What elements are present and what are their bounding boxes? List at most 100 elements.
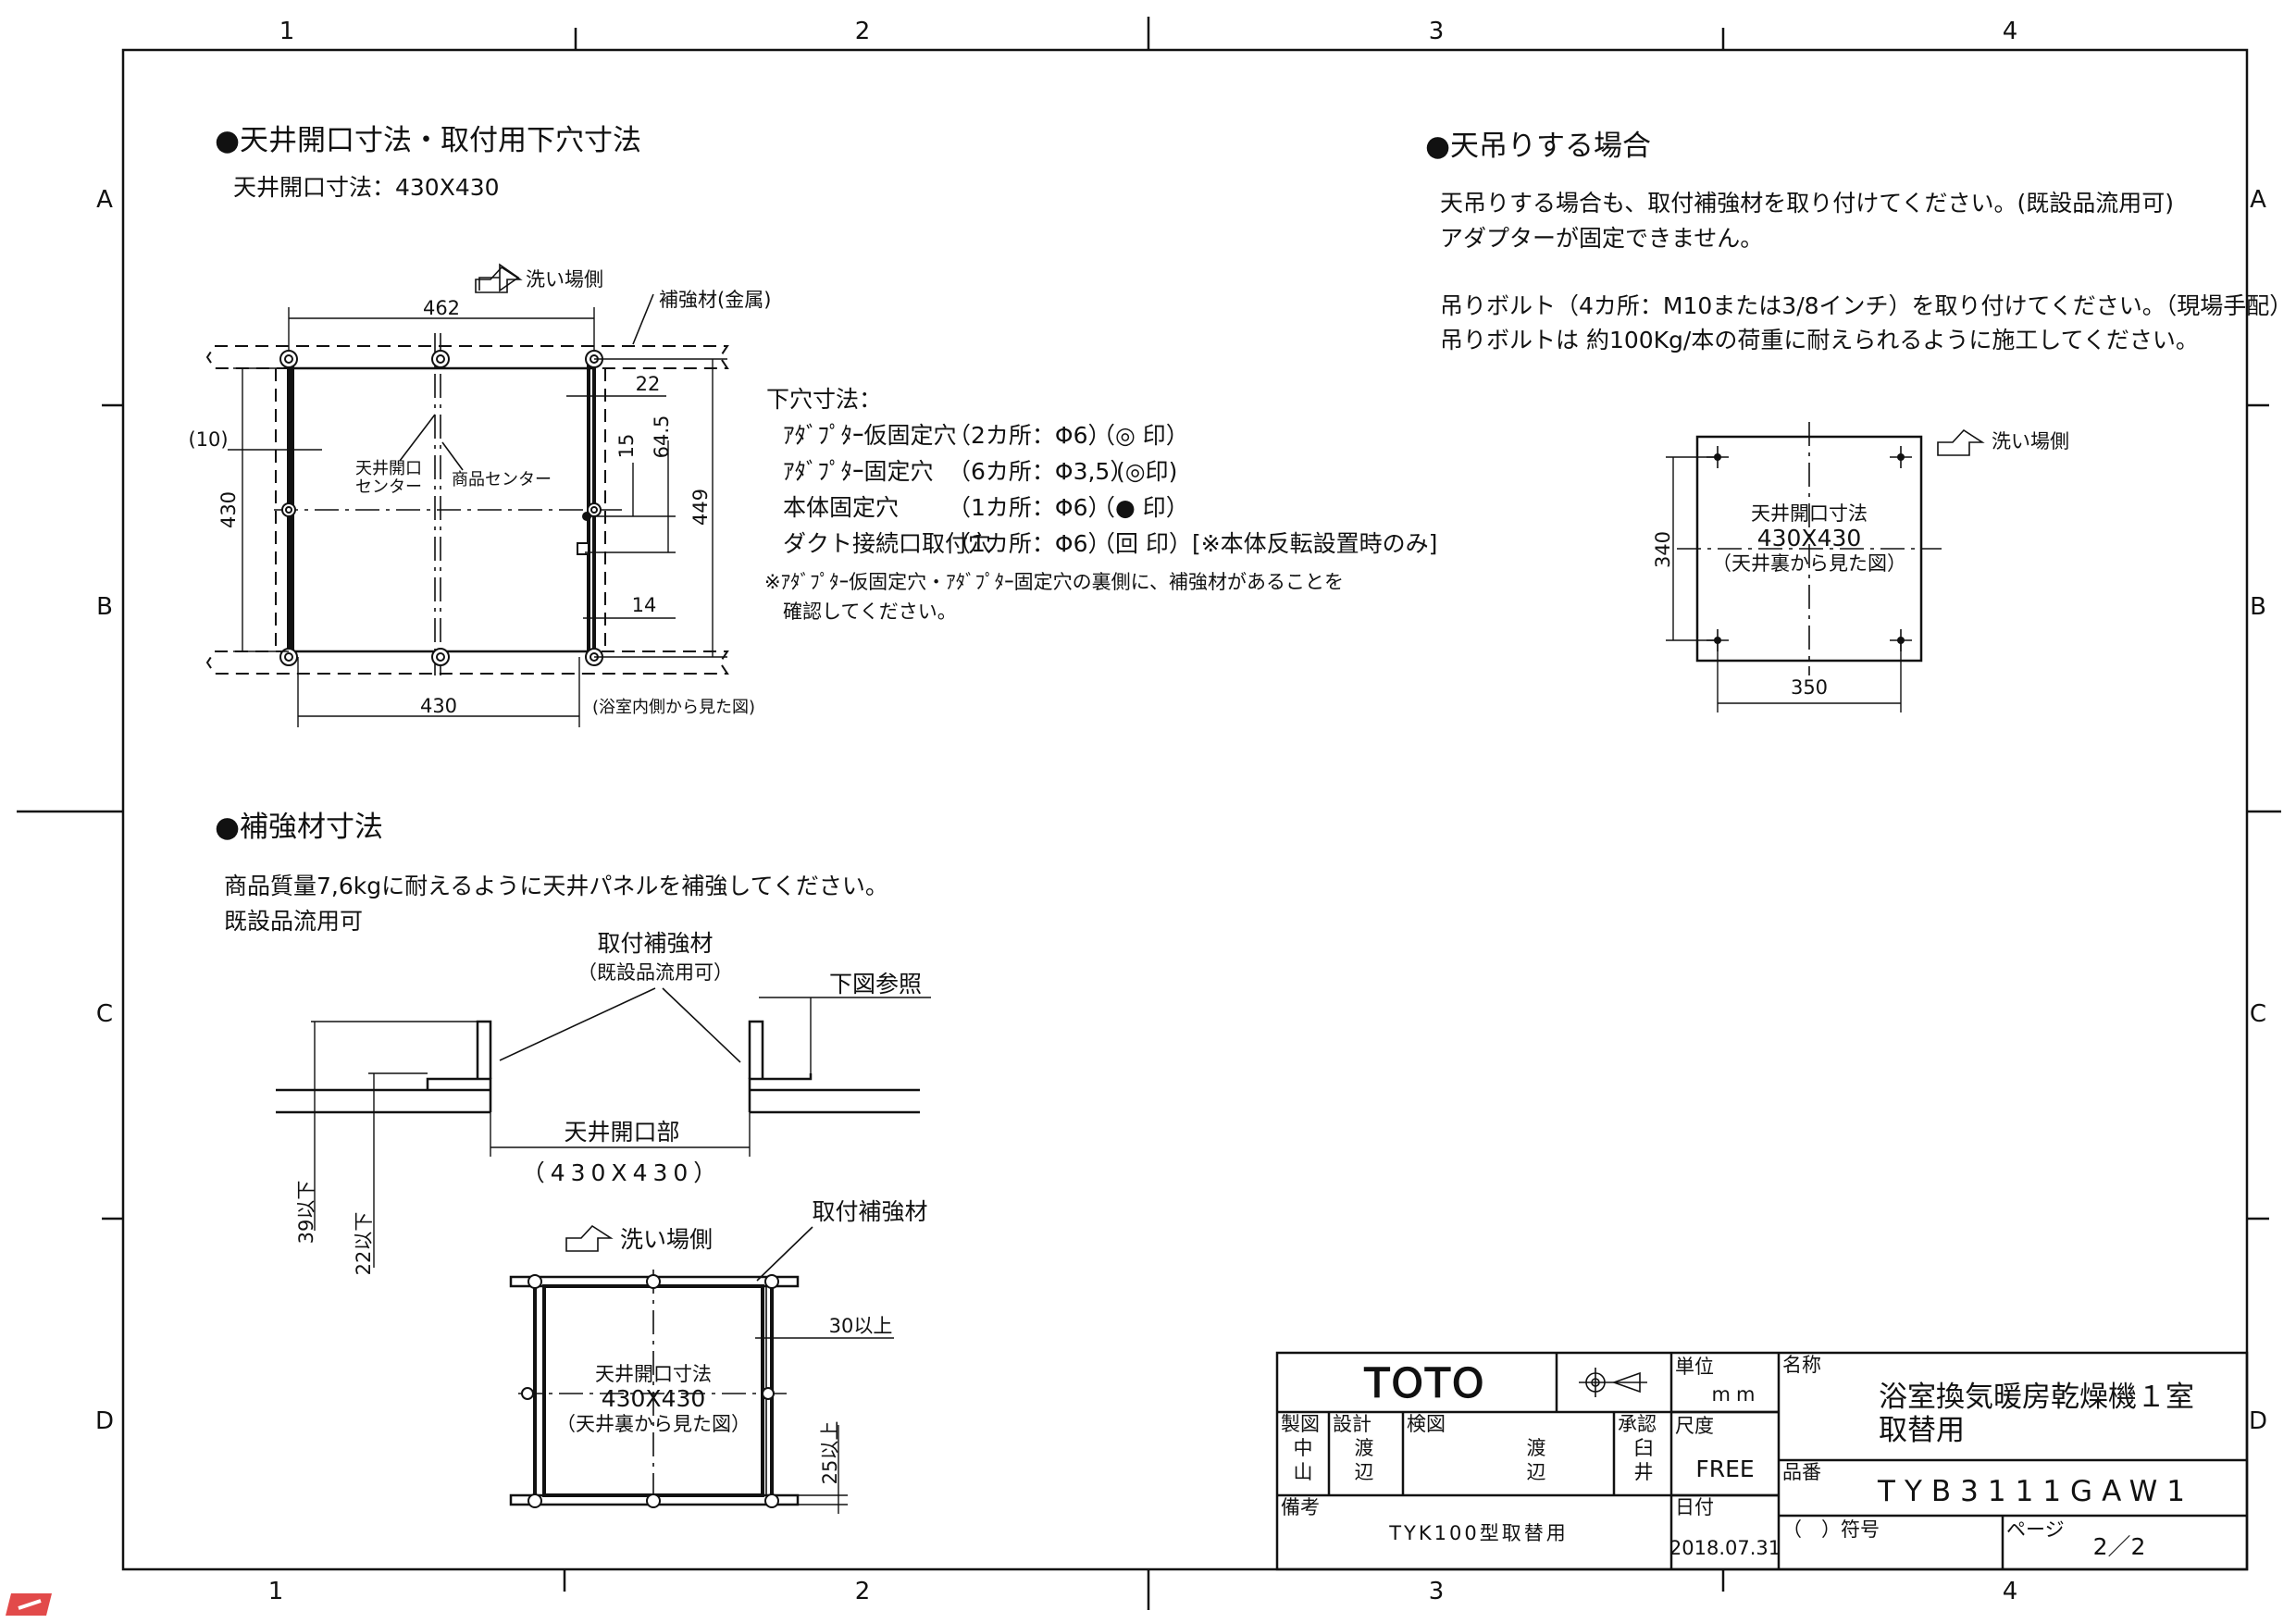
view-note-inside: (浴室内側から見た図): [592, 698, 755, 717]
part-number: TYB3111GAW1: [1877, 1475, 2194, 1508]
col-label-top: 4: [2003, 18, 2018, 45]
dim-25-min: 25以上: [819, 1421, 841, 1485]
reinforce-leader: [632, 293, 654, 345]
product-name-2: 取替用: [1879, 1414, 1965, 1447]
made-label: 製図: [1281, 1413, 1320, 1435]
approve-label: 承認: [1618, 1413, 1657, 1435]
suspension-plan: [1677, 422, 1942, 675]
dim-350: 350: [1791, 676, 1828, 699]
hole-spec-size: （2カ所：Φ6）: [948, 422, 1111, 449]
dim-22-max: 22以下: [353, 1212, 375, 1276]
row-label-right: B: [2250, 593, 2266, 621]
remark-value: TYK100型取替用: [1388, 1522, 1569, 1544]
page-value: 2／2: [2093, 1533, 2146, 1560]
design-label: 設計: [1333, 1413, 1371, 1435]
dim-340: 340: [1652, 531, 1674, 568]
check-label: 検図: [1407, 1413, 1446, 1435]
row-label-left: B: [96, 593, 113, 621]
approve-name: 井: [1634, 1461, 1654, 1483]
section-title-suspension: ●天吊りする場合: [1425, 130, 1651, 163]
opening-center-label: 天井開口: [355, 459, 422, 478]
dim-449: 449: [689, 489, 712, 526]
plan-label-1: 天井開口寸法: [595, 1363, 712, 1385]
scale-label: 尺度: [1675, 1415, 1714, 1437]
hole-spec-name: ダクト接続口取付穴: [783, 530, 991, 557]
suspension-text-2: アダプターが固定できません。: [1440, 225, 1763, 252]
hole-spec-mark: （● 印）: [1092, 494, 1189, 521]
dim-430-vertical: 430: [217, 491, 240, 528]
opening-part-label: 天井開口部: [564, 1119, 679, 1146]
scale-value: FREE: [1695, 1456, 1754, 1482]
product-name: 浴室換気暖房乾燥機１室: [1879, 1381, 2194, 1414]
made-name: 山: [1294, 1461, 1313, 1483]
reinforce-text-1: 商品質量7,6kgに耐えるように天井パネルを補強してください。: [224, 873, 888, 899]
section-title-opening: ●天井開口寸法・取付用下穴寸法: [215, 124, 641, 157]
suspension-label-1: 天井開口寸法: [1751, 502, 1868, 525]
hole-spec-title: 下穴寸法：: [766, 386, 882, 413]
dim-430-horizontal: 430: [420, 695, 457, 717]
design-name: 辺: [1355, 1461, 1374, 1483]
corner-mark-icon: [6, 1593, 52, 1616]
unit-value: mm: [1712, 1383, 1761, 1406]
col-label-bottom: 2: [855, 1578, 871, 1605]
page-label: ページ: [2006, 1518, 2065, 1541]
remark-label: 備考: [1281, 1496, 1320, 1518]
symbol-label: （ ）符号: [1782, 1518, 1880, 1541]
check-name: 渡: [1527, 1437, 1546, 1459]
hole-spec-mark: （回 印）[※本体反転設置時のみ]: [1092, 530, 1437, 557]
col-label-top: 1: [279, 18, 295, 45]
date-value: 2018.07.31: [1669, 1537, 1781, 1559]
reinforce-section: [276, 1020, 920, 1114]
part-label: 品番: [1782, 1461, 1821, 1483]
suspension-label-2: 430X430: [1757, 525, 1862, 551]
reinforce-metal-label: 補強材(金属): [659, 289, 771, 311]
reinforce-plan: [509, 1270, 800, 1512]
dim-22: 22: [636, 373, 661, 395]
name-label: 名称: [1782, 1354, 1821, 1376]
wash-side-arrow-icon: [565, 1224, 614, 1252]
hole-spec-name: ｱﾀﾞﾌﾟﾀｰ固定穴: [783, 458, 934, 485]
grid-column-markers: 1 2 3 4 1 2 3 4: [268, 17, 2018, 1610]
plan-label-2: 430X430: [602, 1385, 706, 1412]
hole-note-2: 確認してください。: [783, 601, 957, 623]
hole-spec-size: （1カ所：Φ6）: [948, 530, 1111, 557]
see-below-label: 下図参照: [829, 971, 922, 997]
row-label-right: A: [2250, 186, 2266, 214]
dim-64-5: 64.5: [651, 415, 673, 459]
suspension-text-3: 吊りボルト（4カ所：M10または3/8インチ）を取り付けてください。（現場手配）: [1440, 292, 2292, 319]
projection-symbol-icon: [1579, 1368, 1647, 1397]
hole-spec-size: （6カ所：Φ3,5）: [948, 458, 1133, 485]
opening-center-label-2: センター: [355, 477, 422, 497]
dim-39-max: 39以下: [295, 1181, 317, 1245]
toto-logo: TOTO: [1363, 1360, 1485, 1407]
made-name: 中: [1294, 1437, 1313, 1459]
opening-size-text: 天井開口寸法：430X430: [233, 174, 500, 201]
approve-name: 臼: [1634, 1437, 1654, 1459]
dim-10: (10): [188, 428, 228, 451]
title-block: [1275, 1351, 2249, 1571]
plan-wash-side: 洗い場側: [620, 1226, 713, 1253]
wash-side-arrow-icon: [1937, 428, 1985, 456]
hole-spec-size: （1カ所：Φ6）: [948, 494, 1111, 521]
hole-spec-mark: (◎印): [1116, 458, 1177, 485]
suspension-text-1: 天吊りする場合も、取付補強材を取り付けてください。(既設品流用可): [1440, 190, 2174, 217]
dim-15: 15: [615, 434, 638, 459]
wash-side-arrow-icon: [475, 263, 523, 293]
col-label-bottom: 3: [1429, 1578, 1445, 1605]
dim-462: 462: [423, 297, 460, 319]
row-label-right: D: [2249, 1407, 2267, 1435]
suspension-wash-side: 洗い場側: [1992, 430, 2069, 452]
date-label: 日付: [1675, 1496, 1714, 1518]
col-label-bottom: 4: [2003, 1578, 2018, 1605]
reinforce-label: 取付補強材: [597, 930, 713, 957]
grid-row-markers: A B C D A B C D: [17, 186, 2281, 1435]
opening-part-size: （430X430）: [522, 1159, 723, 1186]
col-label-top: 3: [1429, 18, 1445, 45]
check-name: 辺: [1527, 1461, 1546, 1483]
sheet-border: [121, 48, 2249, 1571]
plan-reinforce-label: 取付補強材: [812, 1198, 927, 1225]
wash-side-label: 洗い場側: [526, 268, 603, 291]
row-label-left: C: [96, 1000, 113, 1028]
design-name: 渡: [1355, 1437, 1374, 1459]
